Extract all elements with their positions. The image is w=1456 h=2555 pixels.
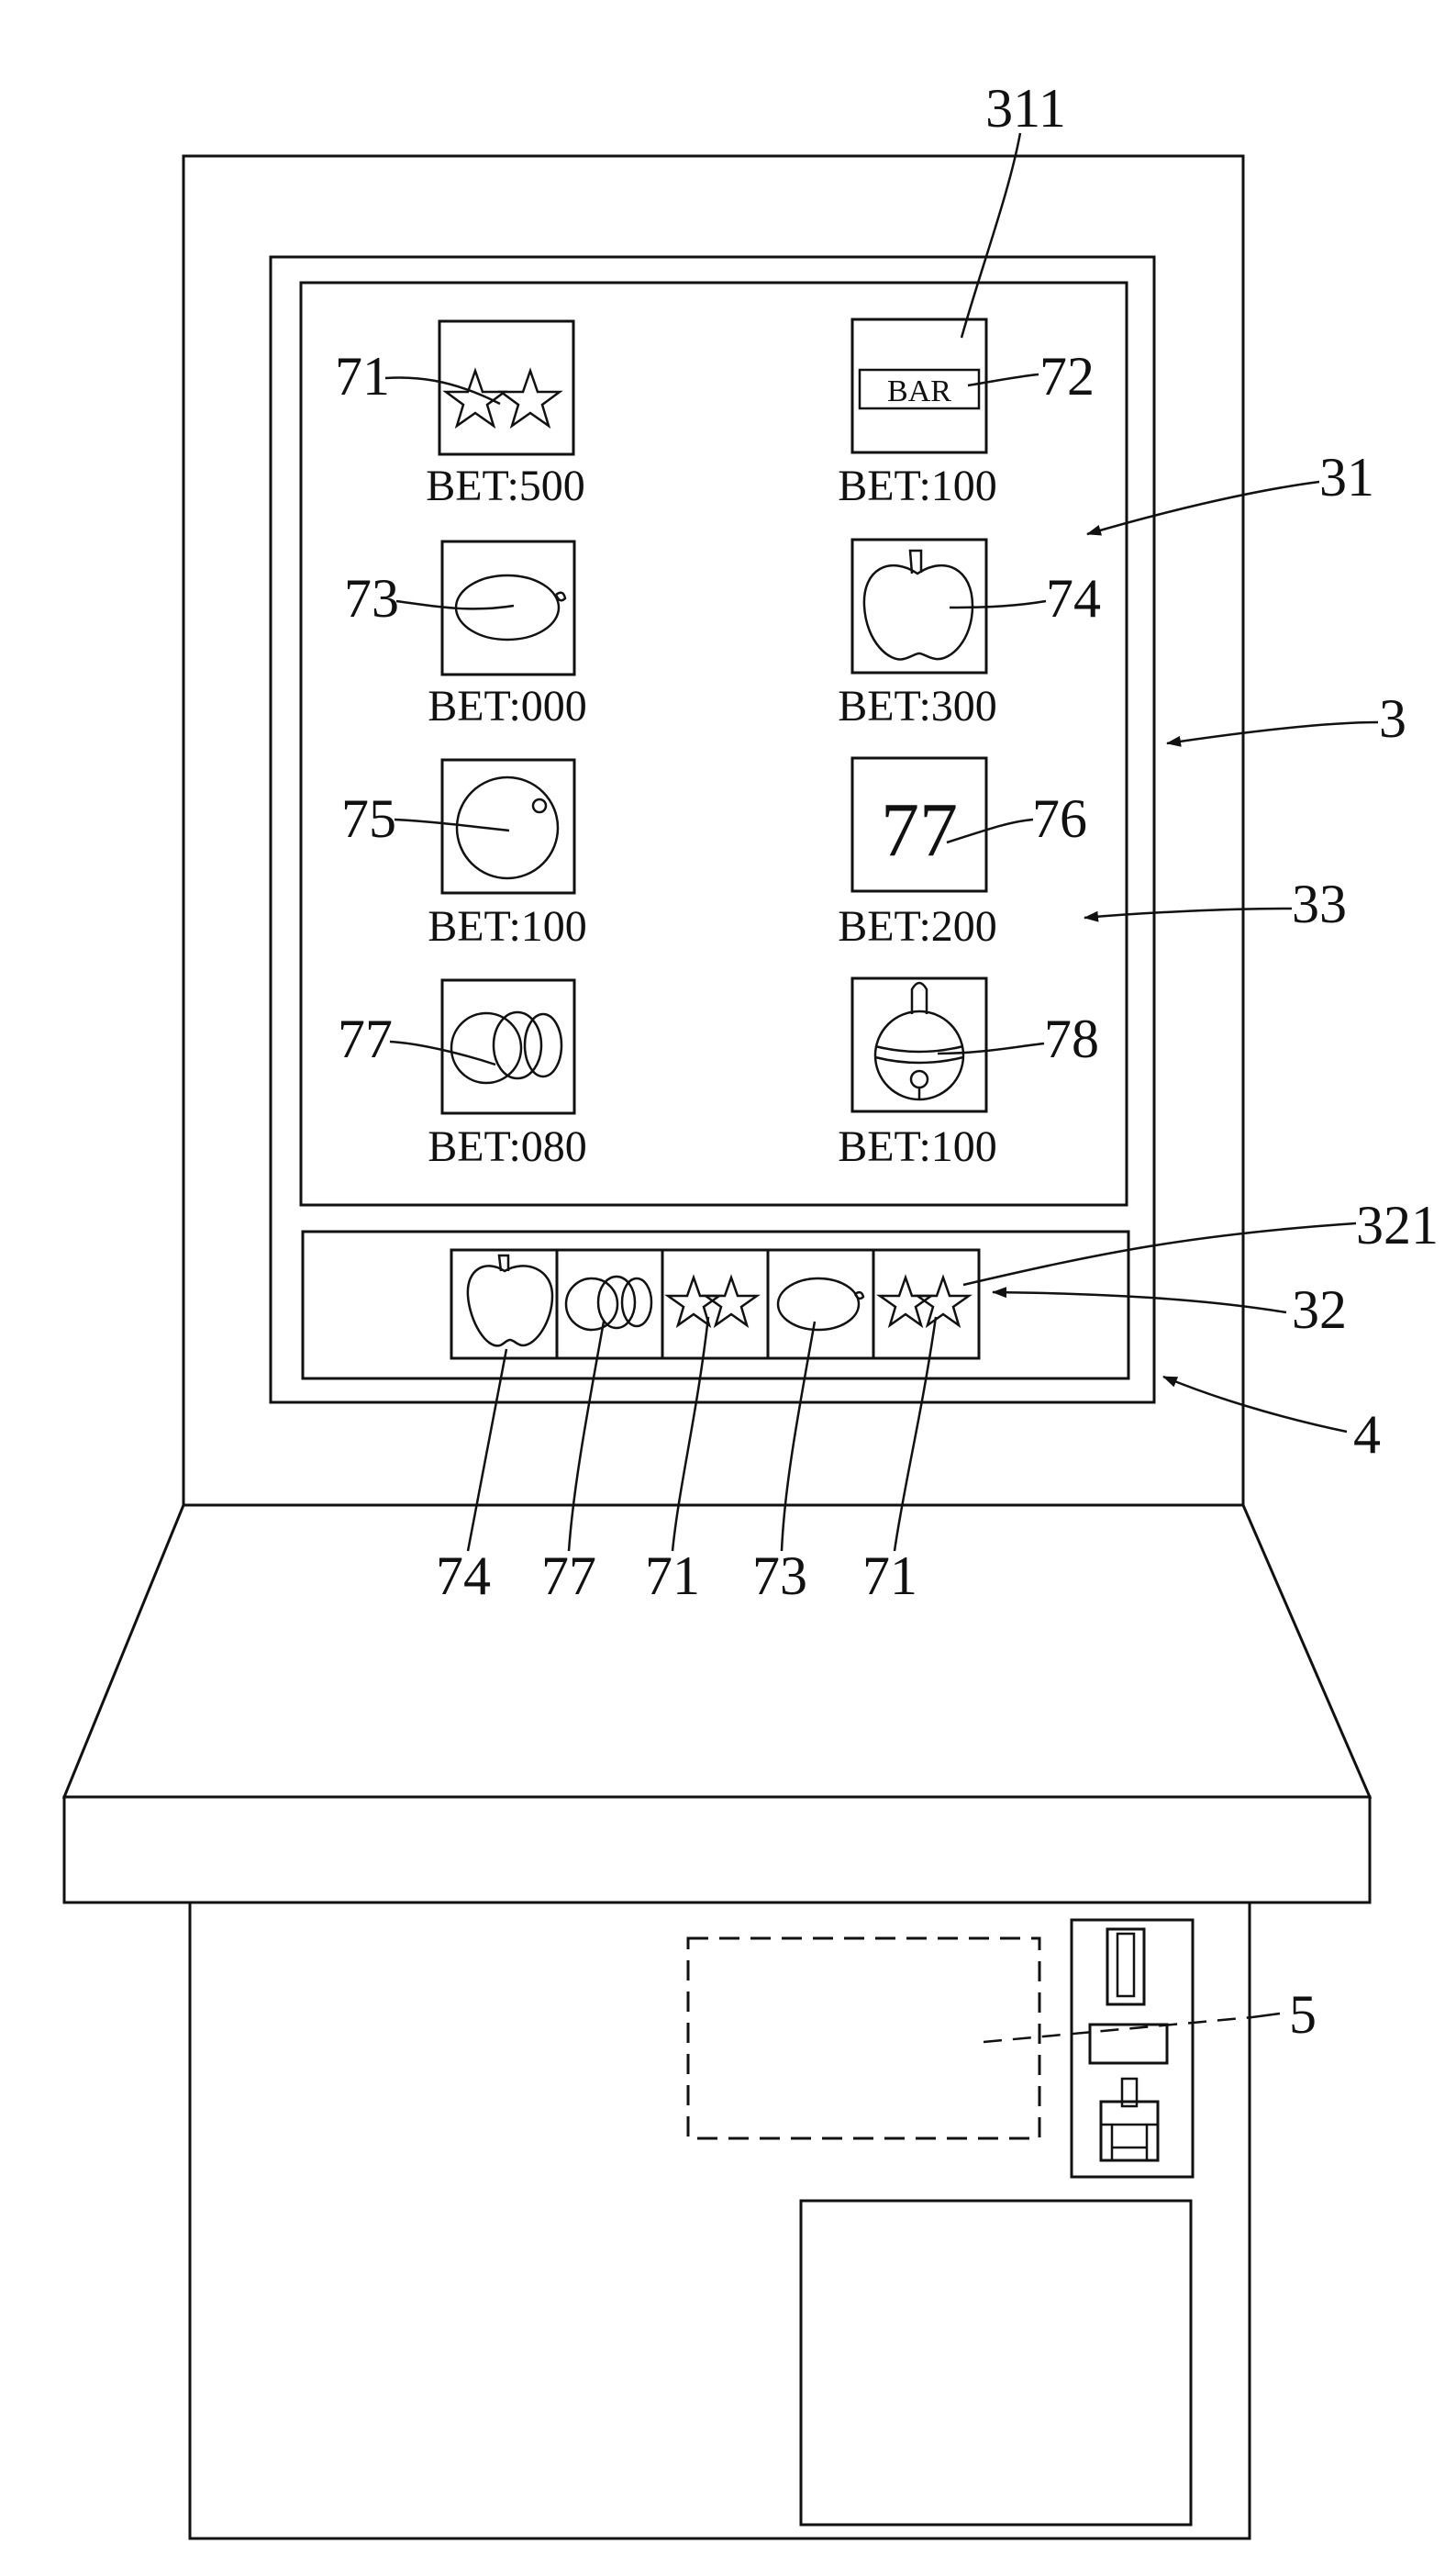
ref-78: 78 xyxy=(1044,1009,1099,1069)
bet-label: BET:080 xyxy=(428,1122,587,1171)
lemon-icon xyxy=(456,575,565,640)
reel-apple-icon xyxy=(468,1255,552,1345)
reel-area xyxy=(303,1232,1128,1378)
ref-72: 72 xyxy=(1039,346,1095,407)
ref-73: 73 xyxy=(752,1545,807,1606)
cherries-icon xyxy=(451,1012,561,1083)
lower-cabinet xyxy=(190,1902,1250,2538)
ref-74: 74 xyxy=(436,1545,491,1606)
ref-71: 71 xyxy=(335,346,390,407)
coin-panel xyxy=(1072,1920,1193,2177)
bar-icon: BAR xyxy=(860,370,979,408)
symbol-frame xyxy=(442,980,574,1113)
ref-77: 77 xyxy=(338,1009,393,1069)
ref-73: 73 xyxy=(344,568,399,629)
paytable-area xyxy=(301,283,1127,1205)
bet-label: BET:100 xyxy=(838,1122,997,1171)
ref-77: 77 xyxy=(541,1545,596,1606)
stars-icon xyxy=(446,371,560,426)
ref-4: 4 xyxy=(1353,1404,1381,1465)
ref-74: 74 xyxy=(1046,568,1101,629)
bet-label: BET:000 xyxy=(428,682,587,731)
apple-icon xyxy=(864,551,973,659)
ref-5: 5 xyxy=(1289,1984,1317,2045)
coin-slot xyxy=(1107,1929,1144,2004)
ref-71: 71 xyxy=(645,1545,700,1606)
reference-labels: 311 71 72 31 73 74 3 75 76 33 77 78 321 … xyxy=(335,78,1439,2045)
paytable: BET:500 BAR BET:100 BET:000 BET:300 BET:… xyxy=(426,319,997,1171)
reel-stars-icon xyxy=(880,1278,969,1325)
ref-71: 71 xyxy=(862,1545,917,1606)
reel-cherries-icon xyxy=(566,1277,651,1330)
ref-75: 75 xyxy=(341,788,396,849)
leader-lines xyxy=(385,133,1356,2042)
coin-return xyxy=(1101,2102,1158,2160)
ref-76: 76 xyxy=(1032,788,1087,849)
ref-32: 32 xyxy=(1292,1279,1347,1340)
seven-icon: 77 xyxy=(881,787,958,873)
ref-321: 321 xyxy=(1356,1195,1439,1255)
cabinet xyxy=(64,156,1370,2538)
control-panel-front xyxy=(64,1797,1370,1902)
bet-label: BET:200 xyxy=(838,902,997,951)
reel-stars-icon xyxy=(668,1278,757,1325)
display-screen xyxy=(301,283,1128,1378)
orange-icon xyxy=(457,777,558,878)
ref-3: 3 xyxy=(1379,688,1406,749)
bet-label: BET:500 xyxy=(426,462,585,510)
reel-lemon-icon xyxy=(778,1278,863,1330)
bell-icon xyxy=(875,983,963,1099)
bet-label: BET:100 xyxy=(838,462,997,510)
ref-31: 31 xyxy=(1319,447,1374,508)
cash-box-door xyxy=(801,2201,1191,2525)
control-panel-top xyxy=(64,1505,1370,1797)
bet-label: BET:300 xyxy=(838,682,997,731)
bill-acceptor-area xyxy=(688,1938,1039,2138)
reels xyxy=(451,1250,979,1358)
svg-text:BAR: BAR xyxy=(887,374,951,408)
bet-label: BET:100 xyxy=(428,902,587,951)
ref-33: 33 xyxy=(1292,874,1347,934)
ref-311: 311 xyxy=(985,78,1066,139)
